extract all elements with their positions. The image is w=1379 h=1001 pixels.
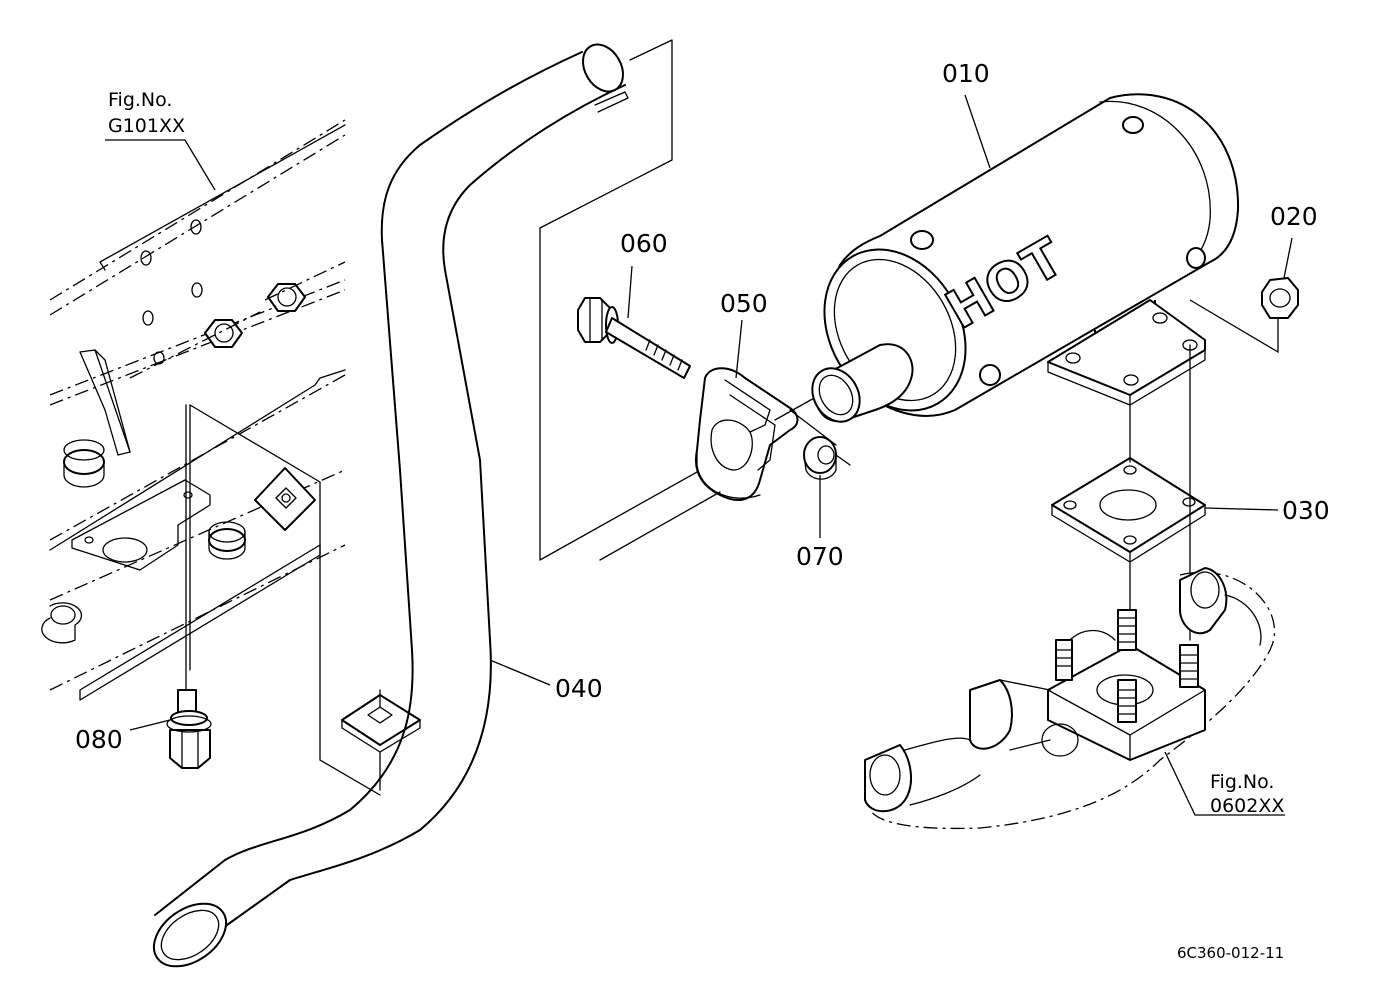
part-label-060: 060 <box>620 229 668 258</box>
figure-ref-0602-line2: 0602XX <box>1210 795 1284 817</box>
part-label-080: 080 <box>75 725 123 754</box>
part-label-010: 010 <box>942 59 990 88</box>
exhaust-manifold <box>864 567 1285 830</box>
muffler-010: HOT <box>811 93 1240 423</box>
clamp-050 <box>695 319 799 501</box>
bolt-080 <box>166 404 212 769</box>
manifold-stud <box>1179 644 1199 688</box>
frame-bracket-assembly <box>41 119 421 796</box>
part-label-050: 050 <box>720 289 768 318</box>
manifold-stud <box>1055 639 1073 681</box>
part-label-040: 040 <box>555 674 603 703</box>
nut-070 <box>599 387 851 561</box>
figure-ref-g101-line2: G101XX <box>108 115 185 137</box>
part-label-070: 070 <box>796 542 844 571</box>
manifold-stud <box>1117 609 1137 651</box>
gasket-030 <box>1051 344 1279 681</box>
part-label-030: 030 <box>1282 496 1330 525</box>
tail-pipe-040 <box>152 39 791 968</box>
bolt-060 <box>577 265 691 379</box>
frame-nut <box>63 439 105 488</box>
figure-ref-g101-line1: Fig.No. <box>108 89 172 111</box>
part-label-020: 020 <box>1270 202 1318 231</box>
figure-ref-0602-line1: Fig.No. <box>1210 771 1274 793</box>
hex-nut <box>204 319 243 348</box>
flange-nut-020 <box>1189 237 1299 354</box>
drawing-code: 6C360-012-11 <box>1177 944 1284 962</box>
frame-nut <box>41 602 83 644</box>
manifold-stud <box>1117 679 1137 723</box>
frame-nut <box>208 521 246 560</box>
hex-nut <box>267 283 306 312</box>
